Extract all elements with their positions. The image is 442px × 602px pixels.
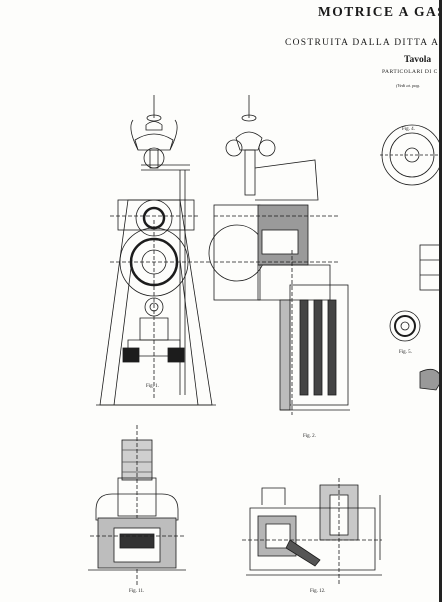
plate-details-label: PARTICOLARI DI C xyxy=(382,69,438,75)
fig2-caption: Fig. 2. xyxy=(303,434,316,439)
plate-subtitle: COSTRUITA DALLA DITTA ALES xyxy=(285,38,442,48)
fig11-caption: Fig. 11. xyxy=(129,589,145,594)
fig11-valve-section xyxy=(88,425,186,585)
fig-right-lower-detail xyxy=(419,368,442,391)
fig4-caption: Fig. 4. xyxy=(402,127,415,132)
fig4-gear-wheel xyxy=(380,124,442,186)
fig1-engine-front-view xyxy=(96,95,216,406)
fig12-valve-chest-section xyxy=(242,478,382,585)
plate-number-label: Tavola xyxy=(404,55,432,65)
page-edge xyxy=(439,0,442,602)
fig5-caption: Fig. 5. xyxy=(399,350,412,355)
fig5-valve-ring xyxy=(389,310,421,342)
fig2-engine-side-section xyxy=(208,95,350,415)
plate-title: MOTRICE A GAS xyxy=(318,4,442,19)
fig12-caption: Fig. 12. xyxy=(310,589,326,594)
plate-reference-note: (Vedi at. pag. xyxy=(396,83,420,88)
fig1-caption: Fig. 1. xyxy=(146,384,159,389)
fig-right-section-details xyxy=(419,244,442,291)
